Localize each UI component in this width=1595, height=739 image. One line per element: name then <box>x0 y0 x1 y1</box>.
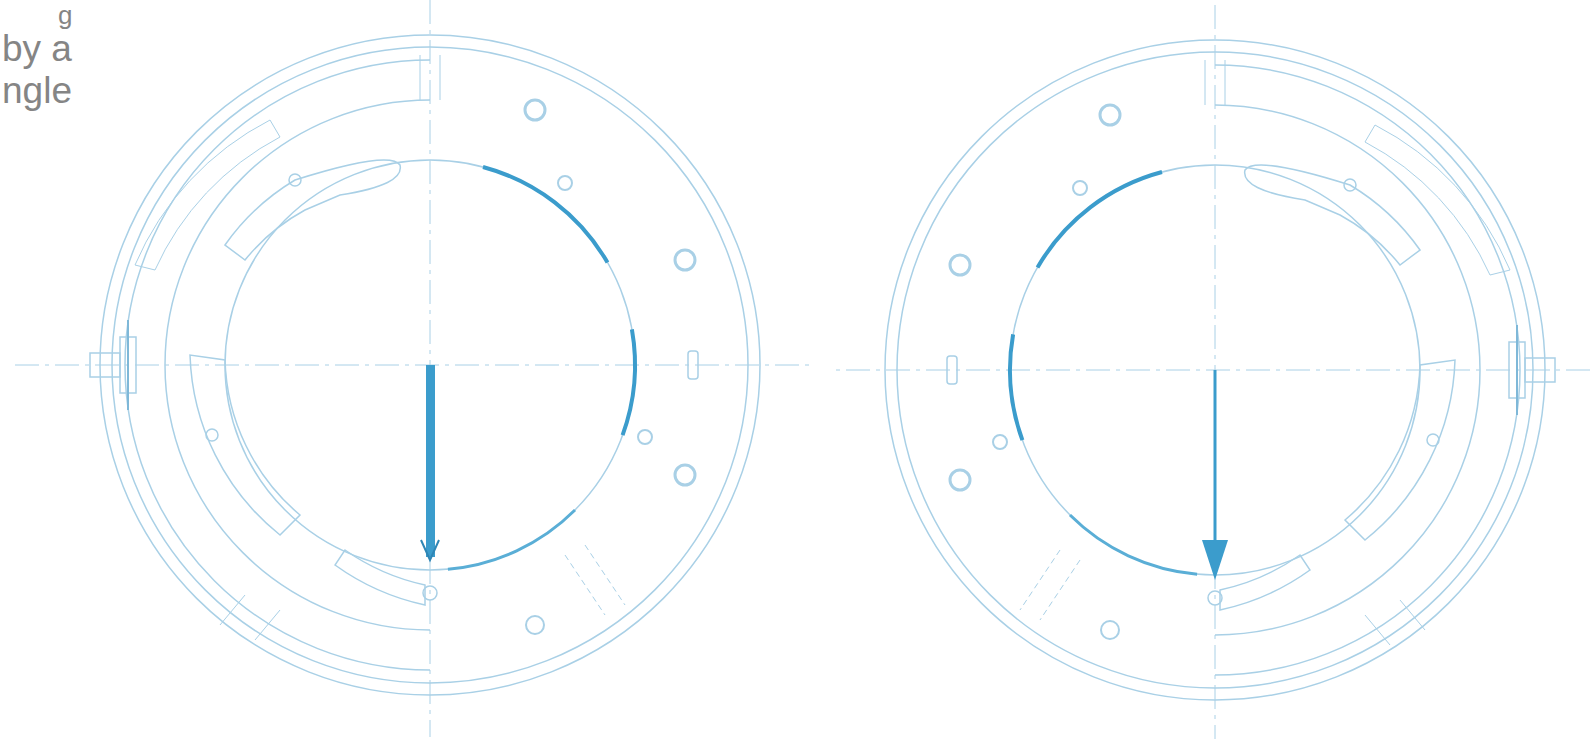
caption-fragment: g <box>58 2 72 28</box>
caption-fragment: by a <box>2 30 72 67</box>
caption-fragment: ngle <box>2 72 72 109</box>
indicator-arrow <box>1214 370 1217 548</box>
indicator-bar <box>426 365 435 557</box>
